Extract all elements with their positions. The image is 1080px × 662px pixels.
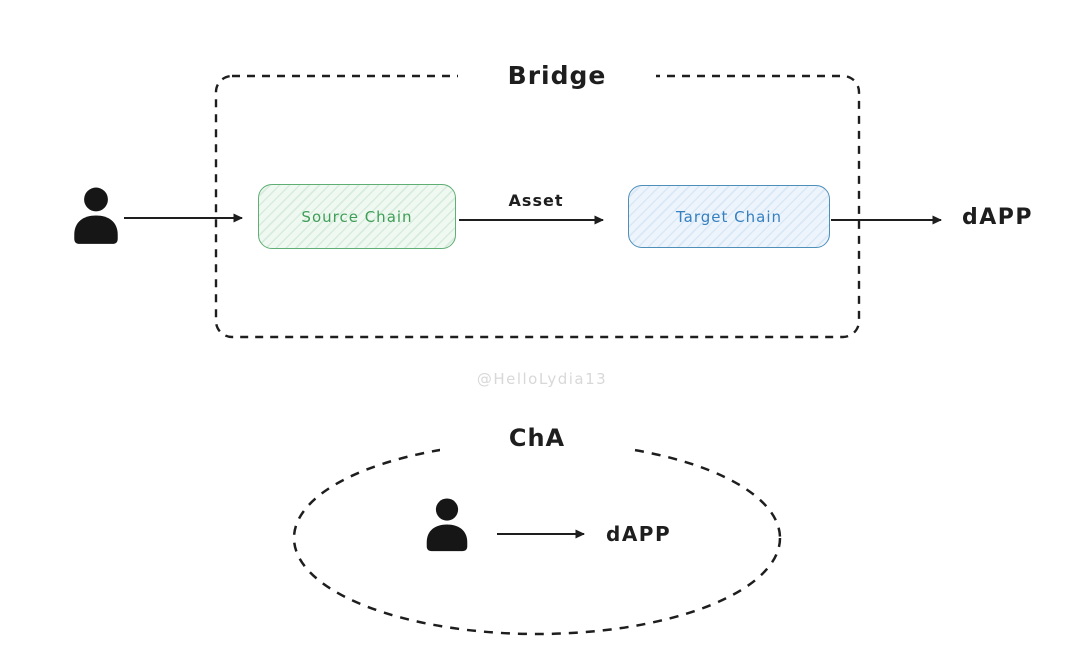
- direct-flow-title: ChA: [440, 418, 634, 464]
- direct-flow-boundary: [292, 440, 782, 636]
- target-chain-label: Target Chain: [675, 207, 783, 226]
- target-chain-box: Target Chain: [628, 185, 830, 248]
- user-person-icon: [70, 186, 122, 246]
- watermark-text: @HelloLydia13: [476, 370, 608, 388]
- asset-label: Asset: [508, 191, 564, 210]
- user-person-icon-direct: [422, 497, 472, 553]
- source-chain-label: Source Chain: [301, 207, 413, 226]
- bridge-title: Bridge: [458, 57, 656, 95]
- dapp-label-direct: dAPP: [606, 522, 672, 546]
- source-chain-box: Source Chain: [258, 184, 456, 249]
- dapp-label-bridge: dAPP: [962, 205, 1034, 230]
